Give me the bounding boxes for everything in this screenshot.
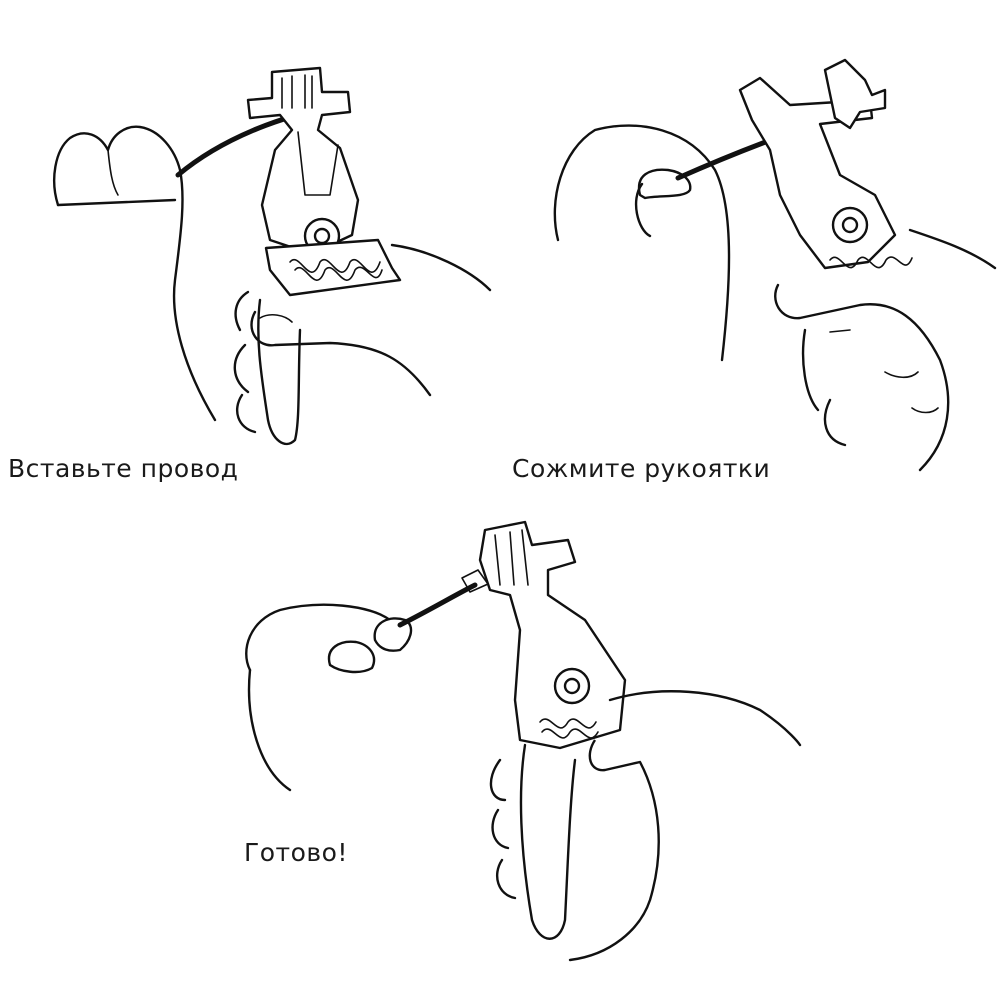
step-3-panel: Готово! bbox=[0, 500, 1000, 1000]
step-1-caption: Вставьте провод bbox=[8, 454, 239, 483]
wire-stripper-icon bbox=[738, 58, 913, 270]
wire-stripper-icon bbox=[478, 520, 627, 940]
right-hand-icon bbox=[489, 690, 802, 962]
step-3-caption: Готово! bbox=[244, 838, 348, 867]
left-hand-icon bbox=[245, 603, 413, 792]
wire-stripper-icon bbox=[246, 66, 402, 446]
spring-icon bbox=[289, 259, 383, 281]
step-2-panel: Сожмите рукоятки bbox=[500, 0, 1000, 500]
left-hand-icon bbox=[553, 124, 731, 362]
spring-icon bbox=[539, 718, 599, 739]
step-1-panel: Вставьте провод bbox=[0, 0, 500, 500]
step-2-illustration bbox=[553, 58, 997, 472]
wire-icon bbox=[397, 582, 478, 628]
right-hand-icon bbox=[774, 228, 997, 472]
step-1-illustration bbox=[53, 66, 492, 446]
right-hand-icon bbox=[233, 243, 492, 434]
spring-icon bbox=[829, 256, 913, 269]
step-2-caption: Сожмите рукоятки bbox=[512, 454, 771, 483]
step-3-illustration bbox=[245, 520, 802, 962]
left-hand-icon bbox=[53, 125, 217, 422]
